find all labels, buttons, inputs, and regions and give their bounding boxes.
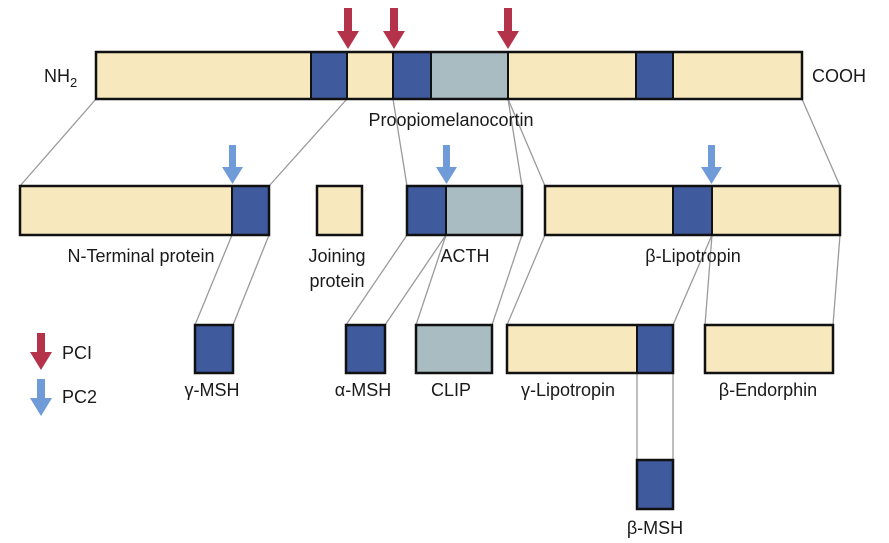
beta-lipotropin-left-segment <box>545 186 673 235</box>
pc2-legend-arrow-icon <box>30 379 52 416</box>
gamma-lipotropin-label: γ-Lipotropin <box>521 380 615 400</box>
pomc-alpha-msh-segment <box>393 52 431 99</box>
connector-lines <box>19 98 841 460</box>
n-terminal-propeptide-segment <box>20 186 232 235</box>
pc2-arrow-icon <box>436 145 457 184</box>
gamma-msh-box <box>193 323 235 375</box>
pc1-legend-arrow-icon <box>30 333 52 370</box>
beta-endorphin-segment <box>705 325 833 373</box>
pc2-arrow-icon <box>222 145 243 184</box>
alpha-msh-label: α-MSH <box>335 380 391 400</box>
pomc-gamma-msh-segment <box>311 52 347 99</box>
pomc-lipotropin-segment <box>508 52 636 99</box>
pomc-beta-msh-segment <box>636 52 673 99</box>
pomc-label: Proopiomelanocortin <box>368 110 533 130</box>
acth-bar <box>405 184 524 237</box>
pc2-legend-label: PC2 <box>62 387 97 407</box>
pc2-arrow-icon <box>701 145 722 184</box>
gamma-lipotropin-bar <box>505 323 675 375</box>
n-terminal-gamma-msh-segment <box>232 186 269 235</box>
joining-protein-segment <box>317 186 362 235</box>
pc1-legend-label: PCI <box>62 343 92 363</box>
clip-box <box>414 323 494 375</box>
pc2-cleavage-arrows <box>222 145 722 184</box>
beta-lipotropin-bar <box>543 184 842 237</box>
pc1-arrow-icon <box>337 8 359 49</box>
pc1-arrow-icon <box>497 8 519 49</box>
beta-lipotropin-label: β-Lipotropin <box>645 246 740 266</box>
clip-segment <box>416 325 492 373</box>
beta-msh-label: β-MSH <box>627 518 683 538</box>
beta-lipotropin-msh-segment <box>673 186 712 235</box>
n-terminus-label: NH2 <box>44 66 77 90</box>
joining-protein-box <box>315 184 364 237</box>
beta-msh-segment <box>637 460 673 509</box>
clip-label: CLIP <box>431 380 471 400</box>
pc1-arrow-icon <box>383 8 405 49</box>
joining-protein-label-line1: Joining <box>308 246 365 266</box>
pomc-propeptide-segment <box>96 52 311 99</box>
gamma-lipotropin-msh-segment <box>637 325 673 373</box>
beta-lipotropin-right-segment <box>712 186 840 235</box>
beta-endorphin-box <box>703 323 835 375</box>
pomc-clip-segment <box>431 52 508 99</box>
gamma-lipotropin-segment <box>507 325 637 373</box>
legend: PCI PC2 <box>30 333 97 416</box>
pomc-endorphin-segment <box>673 52 802 99</box>
c-terminus-label: COOH <box>812 66 866 86</box>
beta-endorphin-label: β-Endorphin <box>719 380 817 400</box>
acth-label: ACTH <box>441 246 490 266</box>
pomc-precursor-bar <box>94 50 804 101</box>
gamma-msh-label: γ-MSH <box>185 380 240 400</box>
acth-alpha-msh-segment <box>407 186 446 235</box>
alpha-msh-box <box>344 323 387 375</box>
pomc-joining-segment <box>347 52 393 99</box>
n-terminal-protein-bar <box>18 184 271 237</box>
joining-protein-label-line2: protein <box>309 271 364 291</box>
alpha-msh-segment <box>346 325 385 373</box>
acth-clip-segment <box>446 186 522 235</box>
n-terminal-protein-label: N-Terminal protein <box>67 246 214 266</box>
pc1-cleavage-arrows <box>337 8 519 49</box>
gamma-msh-segment <box>195 325 233 373</box>
beta-msh-box <box>635 458 675 511</box>
